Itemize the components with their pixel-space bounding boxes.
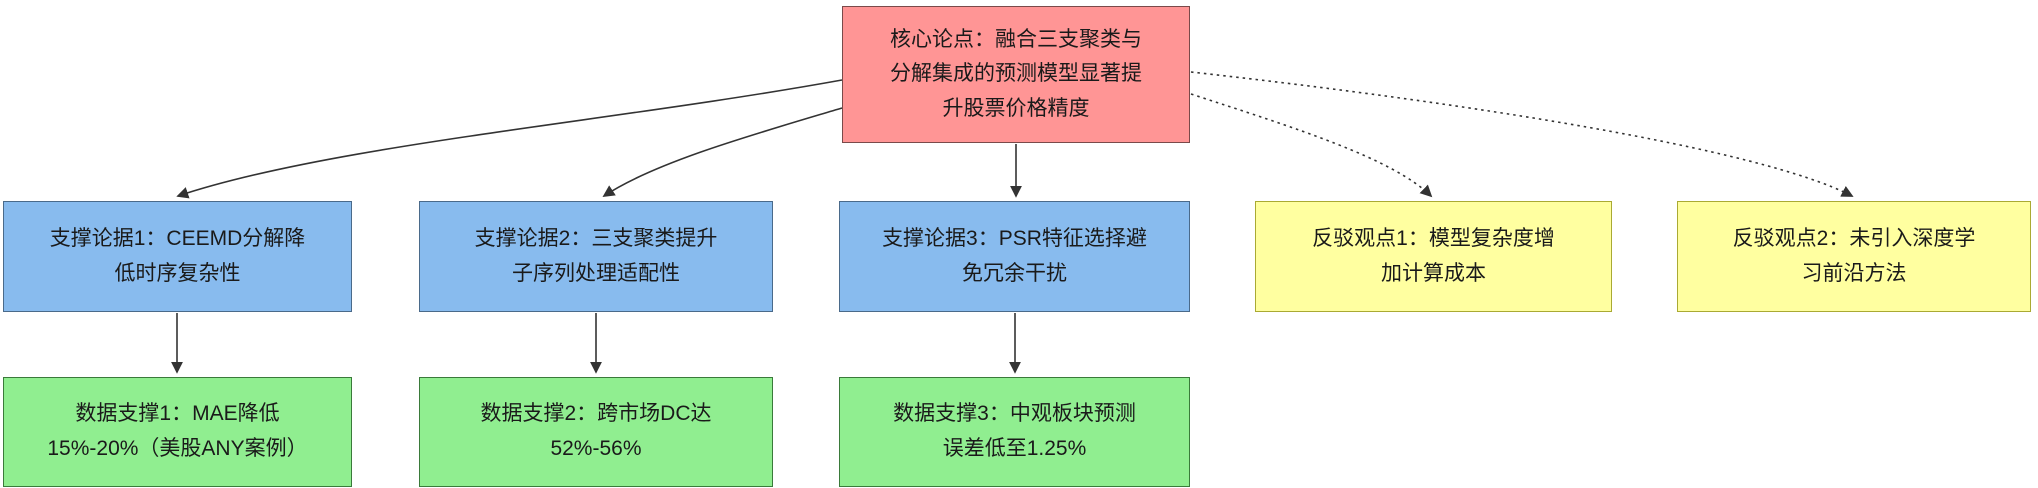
edge-root-to-support1-arrow	[176, 79, 843, 199]
node-support-argument-2: 支撑论据2：三支聚类提升 子序列处理适配性	[419, 201, 773, 312]
node-data-evidence-1: 数据支撑1：MAE降低 15%-20%（美股ANY案例）	[3, 377, 352, 487]
node-counter-argument-2: 反驳观点2：未引入深度学 习前沿方法	[1677, 201, 2031, 312]
edge-root-to-counter2-arrow	[1190, 71, 1854, 197]
edge-root-to-support2-arrow	[602, 107, 843, 197]
node-counter-argument-1: 反驳观点1：模型复杂度增 加计算成本	[1255, 201, 1612, 312]
node-support-argument-1: 支撑论据1：CEEMD分解降 低时序复杂性	[3, 201, 352, 312]
node-support-argument-3: 支撑论据3：PSR特征选择避 免冗余干扰	[839, 201, 1190, 312]
node-core-thesis: 核心论点：融合三支聚类与 分解集成的预测模型显著提 升股票价格精度	[842, 6, 1190, 143]
node-data-evidence-2: 数据支撑2：跨市场DC达 52%-56%	[419, 377, 773, 487]
node-data-evidence-3: 数据支撑3：中观板块预测 误差低至1.25%	[839, 377, 1190, 487]
edge-root-to-counter1-arrow	[1190, 93, 1433, 198]
